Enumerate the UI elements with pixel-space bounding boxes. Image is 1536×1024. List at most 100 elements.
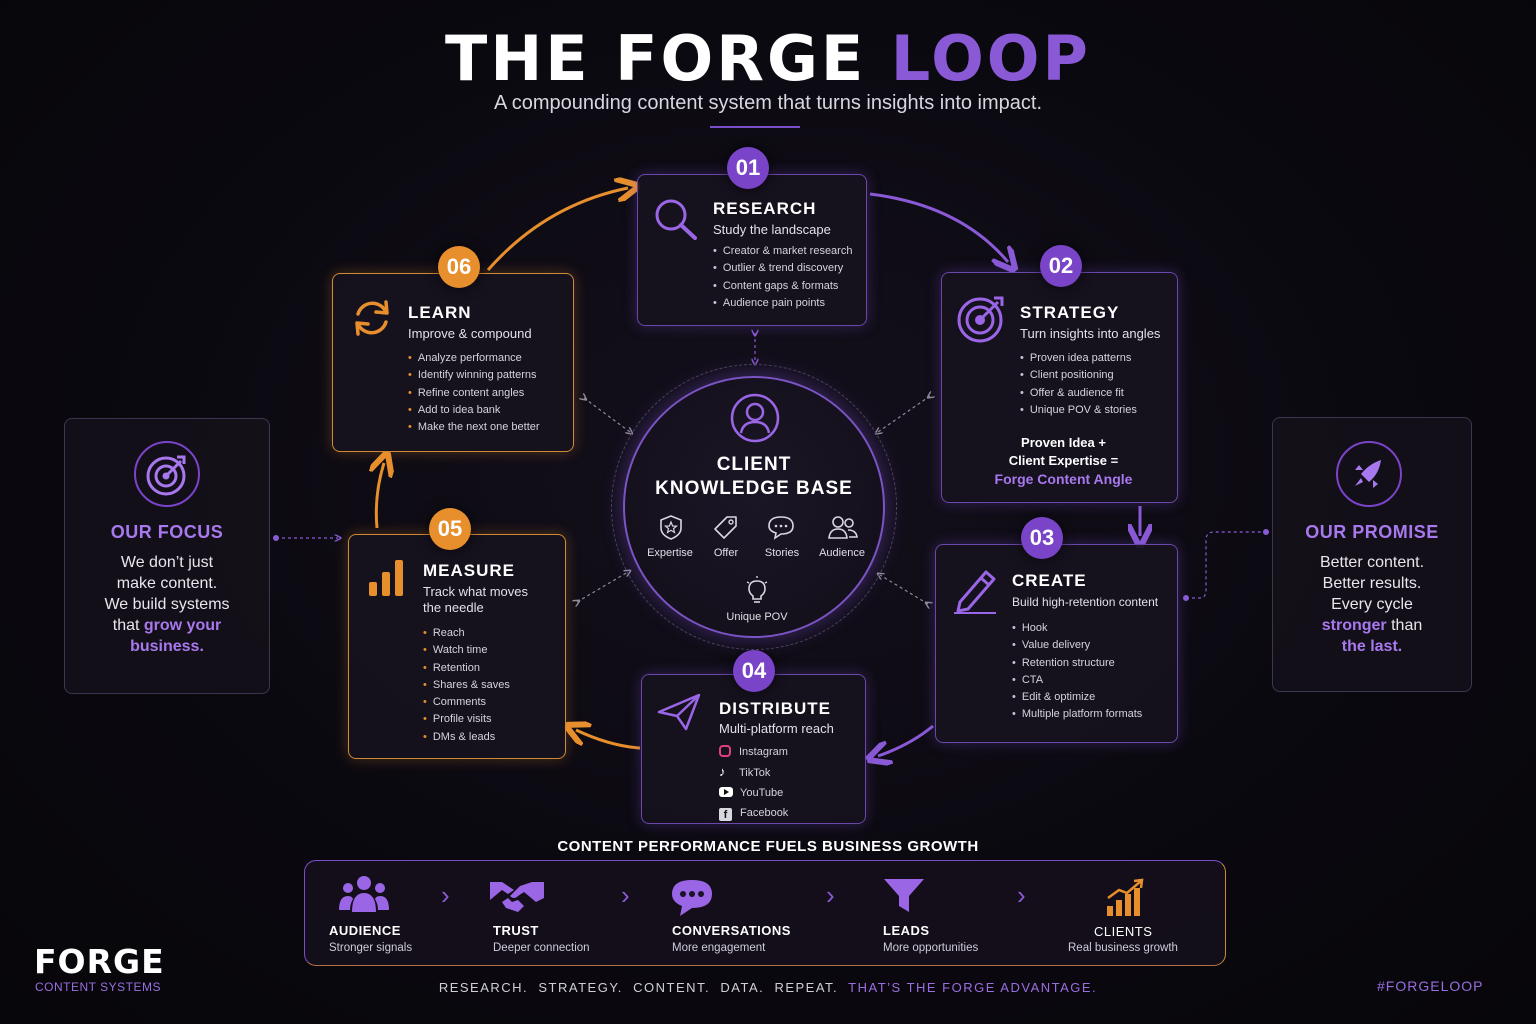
paper-plane-icon	[657, 693, 701, 731]
chat-bubble-icon	[672, 880, 712, 916]
chevron-right-icon: ›	[1017, 880, 1026, 910]
growth-stage-sub: More engagement	[672, 942, 766, 954]
brand-logo-subtitle: CONTENT SYSTEMS	[35, 980, 161, 994]
list-item: Refine content angles	[408, 385, 540, 402]
step-subtitle: Study the landscape	[713, 222, 831, 237]
title-underline	[710, 126, 800, 128]
arrow-distribute-to-measure	[576, 730, 641, 750]
our-promise-card	[1272, 417, 1472, 692]
list-item: Retention	[423, 660, 510, 677]
list-item: Offer & audience fit	[1020, 385, 1137, 402]
growth-stage-sub: Stronger signals	[329, 942, 413, 954]
step-title: RESEARCH	[713, 199, 817, 218]
people-icon	[339, 876, 389, 912]
step-title: LEARN	[408, 303, 472, 322]
pencil-icon	[954, 570, 996, 614]
tiktok-icon: ♪	[719, 764, 726, 779]
knowledge-base-item: Stories	[764, 547, 800, 559]
step-title: STRATEGY	[1020, 303, 1120, 322]
knowledge-base-title: KNOWLEDGE BASE	[655, 478, 853, 499]
magnifier-icon	[655, 199, 697, 240]
list-item: Client positioning	[1020, 367, 1137, 384]
growth-stage-title: LEADS	[883, 923, 930, 938]
growth-stage-sub: More opportunities	[883, 942, 979, 954]
list-item: Profile visits	[423, 711, 510, 728]
list-item: Creator & market research	[713, 243, 853, 260]
step-bullets: Creator & market research Outlier & tren…	[713, 243, 853, 312]
price-tag-icon	[714, 516, 737, 539]
chevron-right-icon: ›	[441, 880, 450, 910]
brand-logo: FORGE	[34, 942, 165, 981]
platform-instagram: Instagram	[719, 742, 788, 762]
star-badge-icon	[660, 515, 682, 540]
page-subtitle: A compounding content system that turns …	[493, 92, 1043, 114]
step-bullets: Proven idea patterns Client positioning …	[1020, 350, 1137, 419]
arrow-create-to-distribute	[878, 724, 934, 756]
our-promise-title: OUR PROMISE	[1305, 522, 1439, 542]
speech-bubble-icon	[768, 516, 794, 540]
strategy-formula: Proven Idea + Client Expertise = Forge C…	[994, 435, 1133, 487]
list-item: Value delivery	[1012, 637, 1142, 654]
arrow-research-to-strategy	[869, 192, 1008, 262]
chevron-right-icon: ›	[621, 880, 630, 910]
list-item: Proven idea patterns	[1020, 350, 1137, 367]
list-item: Add to idea bank	[408, 402, 540, 419]
our-focus-text: We don’t just make content. We build sys…	[104, 554, 230, 655]
chevron-right-icon: ›	[826, 880, 835, 910]
step-number-badge: 01	[727, 147, 769, 189]
arrow-measure-to-learn	[376, 463, 384, 529]
step-title: DISTRIBUTE	[719, 699, 831, 718]
growth-stage-sub: Deeper connection	[493, 942, 590, 954]
step-bullets: Hook Value delivery Retention structure …	[1012, 620, 1142, 724]
platform-youtube: YouTube	[719, 783, 788, 803]
our-focus-title: OUR FOCUS	[110, 522, 224, 542]
growth-chart-icon	[1107, 878, 1144, 916]
target-icon	[134, 441, 200, 507]
list-item: CTA	[1012, 672, 1142, 689]
bar-chart-icon	[369, 560, 403, 596]
platform-tiktok: ♪TikTok	[719, 762, 788, 783]
list-item: Shares & saves	[423, 677, 510, 694]
list-item: Hook	[1012, 620, 1142, 637]
knowledge-base-item: Audience	[819, 547, 865, 559]
lightbulb-icon	[746, 576, 768, 603]
growth-stage-title: AUDIENCE	[329, 923, 401, 938]
hashtag: #FORGELOOP	[1377, 978, 1484, 994]
knowledge-base-item: Expertise	[647, 547, 693, 559]
our-focus-card	[64, 418, 270, 694]
page-title: THE FORGE LOOP	[445, 22, 1091, 95]
step-title: MEASURE	[423, 561, 516, 580]
step-number-badge: 04	[733, 650, 775, 692]
step-subtitle: Improve & compound	[408, 326, 532, 341]
step-distribute-card	[641, 674, 866, 824]
knowledge-base-item: Unique POV	[726, 611, 788, 623]
target-icon	[957, 296, 1004, 343]
step-number-badge: 06	[438, 246, 480, 288]
list-item: Unique POV & stories	[1020, 402, 1137, 419]
list-item: Edit & optimize	[1012, 689, 1142, 706]
list-item: Audience pain points	[713, 295, 852, 312]
instagram-icon	[719, 745, 731, 757]
list-item: Analyze performance	[408, 350, 540, 367]
step-subtitle: Turn insights into angles	[1020, 326, 1161, 341]
step-bullets: Analyze performance Identify winning pat…	[408, 350, 540, 436]
funnel-icon	[884, 879, 924, 912]
growth-stage-title: CLIENTS	[1094, 924, 1153, 939]
step-subtitle: Build high-retention content	[1012, 595, 1159, 609]
list-item: Watch time	[423, 642, 510, 659]
list-item: Reach	[423, 625, 510, 642]
step-number-badge: 02	[1040, 245, 1082, 287]
our-promise-text: Better content. Better results. Every cy…	[1319, 554, 1425, 655]
step-number-badge: 03	[1021, 517, 1063, 559]
knowledge-base-ring	[611, 364, 897, 650]
refresh-icon	[355, 300, 389, 336]
knowledge-base-item: Offer	[713, 547, 739, 559]
audience-icon	[828, 516, 858, 539]
step-number-badge: 05	[429, 508, 471, 550]
step-bullets: Reach Watch time Retention Shares & save…	[423, 625, 510, 746]
list-item: Comments	[423, 694, 510, 711]
list-item: Retention structure	[1012, 655, 1142, 672]
